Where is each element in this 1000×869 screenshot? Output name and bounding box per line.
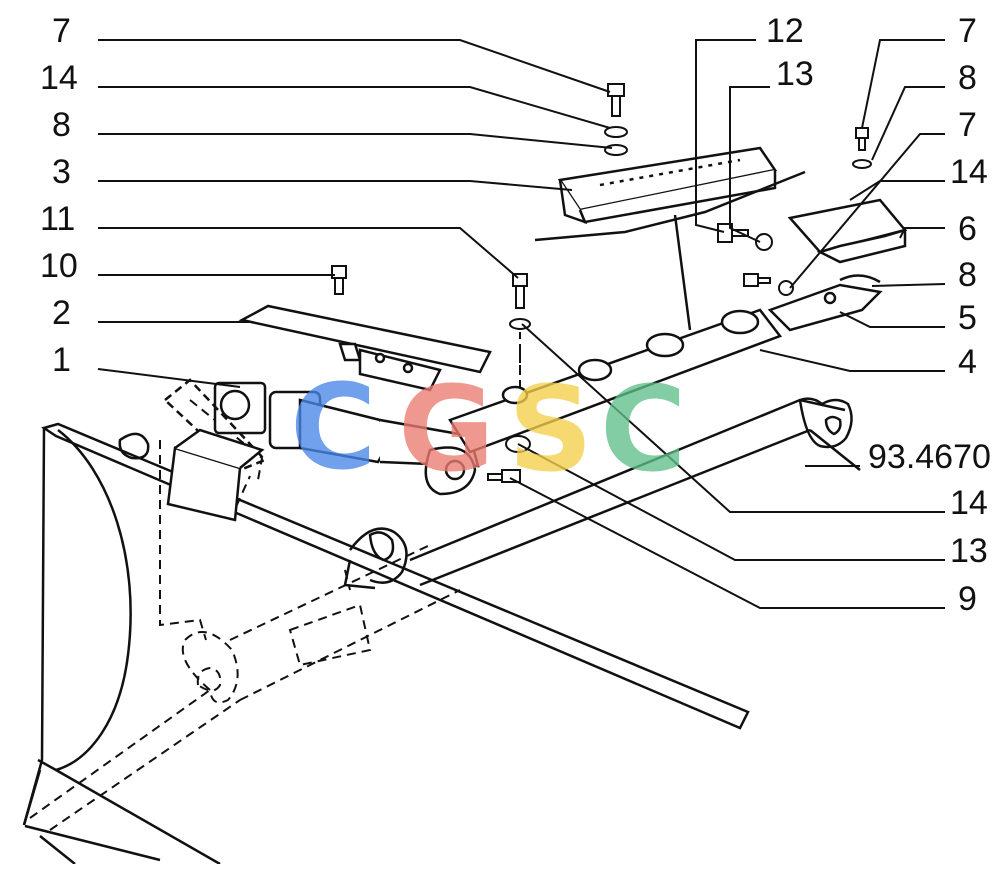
callout-right-9: 9 [958,580,977,618]
callout-right-14b: 14 [950,484,988,522]
watermark-letter-g: G [398,360,495,498]
callout-right-6: 6 [958,210,977,248]
callout-left-14: 14 [40,59,78,97]
callout-left-3: 3 [52,153,71,191]
callout-top-12: 12 [766,12,804,50]
callout-right-4: 4 [958,343,977,381]
callout-left-10: 10 [40,247,78,285]
callouts-right: 7 8 7 14 6 8 5 4 14 13 9 93.4670 [868,12,991,618]
callout-right-8b: 8 [958,256,977,294]
callout-left-8: 8 [52,106,71,144]
callout-left-1: 1 [52,341,71,379]
lever-bar [424,308,783,496]
callout-right-7b: 7 [958,106,977,144]
right-bracket [767,198,908,332]
watermark-letter-c2: C [600,360,687,498]
callout-right-13: 13 [950,532,988,570]
push-beam [343,397,861,590]
watermark-letter-c1: C [290,358,377,496]
callout-right-14a: 14 [950,153,988,191]
callout-right-8a: 8 [958,59,977,97]
cgsc-watermark: C G S C [290,358,687,498]
callout-right-7a: 7 [958,12,977,50]
arm-plate [238,304,492,392]
callout-top-13: 13 [776,55,814,93]
callout-right-5: 5 [958,299,977,337]
reference-number: 93.4670 [868,438,991,476]
callouts-right-top: 12 13 [766,12,814,93]
watermark-letter-s: S [508,360,593,498]
step-block [534,146,806,331]
blade-body [22,422,750,866]
callout-left-7: 7 [52,12,71,50]
actuator-assembly [163,378,480,522]
callout-left-2: 2 [52,294,71,332]
leader-lines [97,39,946,609]
callout-left-11: 11 [40,200,75,238]
callouts-left: 7 14 8 3 11 10 2 1 [40,12,78,379]
